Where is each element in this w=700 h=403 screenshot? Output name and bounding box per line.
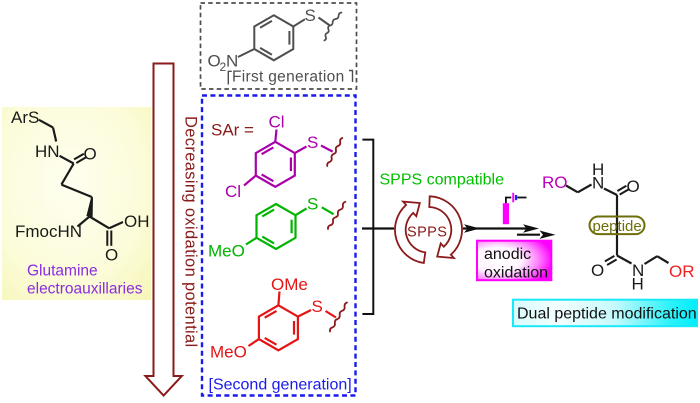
- svg-text:Decreasing oxidation potential: Decreasing oxidation potential: [182, 116, 200, 348]
- svg-text:HN: HN: [35, 142, 60, 161]
- svg-text:MeO: MeO: [208, 242, 245, 261]
- svg-text:O: O: [105, 246, 118, 265]
- svg-text:OMe: OMe: [271, 275, 308, 294]
- svg-text:S: S: [312, 297, 323, 316]
- svg-text:Dual peptide modification: Dual peptide modification: [517, 306, 697, 323]
- svg-text:anodic: anodic: [484, 246, 531, 263]
- svg-text:RO: RO: [542, 173, 568, 192]
- svg-text:SPPS: SPPS: [407, 225, 447, 241]
- svg-text:Cl: Cl: [225, 182, 241, 201]
- svg-text:peptide: peptide: [593, 218, 642, 235]
- svg-text:Glutamine: Glutamine: [27, 263, 98, 280]
- svg-text:MeO: MeO: [210, 343, 247, 362]
- svg-text:H: H: [632, 275, 644, 294]
- svg-text:electroauxillaries: electroauxillaries: [27, 281, 143, 298]
- svg-text:S: S: [307, 195, 318, 214]
- svg-text:S: S: [307, 133, 318, 152]
- svg-text:O: O: [627, 177, 640, 196]
- svg-text:SPPS compatible: SPPS compatible: [380, 172, 505, 189]
- svg-text:O: O: [208, 52, 221, 71]
- svg-text:OH: OH: [124, 212, 150, 231]
- svg-text:H: H: [592, 160, 604, 179]
- svg-text:2: 2: [220, 60, 227, 74]
- svg-text:[Second generation]: [Second generation]: [209, 377, 352, 394]
- svg-text:N: N: [592, 174, 604, 193]
- svg-text:O: O: [84, 145, 97, 164]
- svg-text:First generation: First generation: [232, 69, 345, 86]
- svg-text:N: N: [226, 52, 238, 71]
- svg-text:ArS: ArS: [11, 108, 39, 127]
- svg-text:S: S: [305, 6, 316, 25]
- svg-text:Cl: Cl: [269, 113, 285, 132]
- svg-text:N: N: [632, 261, 644, 280]
- svg-text:oxidation: oxidation: [484, 265, 548, 282]
- svg-text:OR: OR: [669, 262, 695, 281]
- svg-text:O: O: [591, 261, 604, 280]
- svg-text:FmocHN: FmocHN: [15, 222, 82, 241]
- svg-text:SAr =: SAr =: [211, 121, 254, 140]
